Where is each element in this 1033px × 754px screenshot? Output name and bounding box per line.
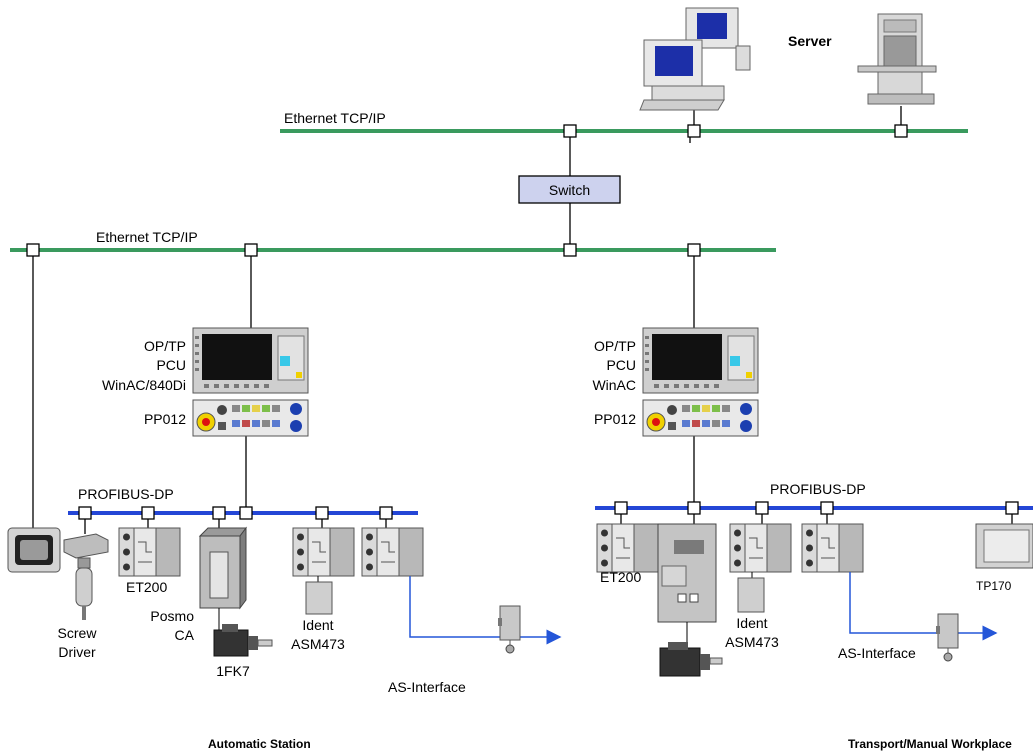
station-label-right: Transport/Manual Workplace [848, 737, 1012, 751]
left-panel-line-2: PCU [156, 357, 186, 373]
drive-icon [657, 523, 717, 648]
screw-driver-label-1: Screw [58, 625, 98, 641]
machine-pushbutton-panel-icon [192, 399, 309, 437]
ethernet-label-top: Ethernet TCP/IP [284, 110, 386, 126]
connections [32, 95, 1013, 536]
right-pp-label: PP012 [594, 411, 636, 427]
as-interface-line-left [409, 576, 562, 645]
machine-pushbutton-panel-icon [642, 399, 759, 437]
servo-motor-icon [659, 642, 723, 677]
posmo-label-1: Posmo [150, 608, 194, 624]
operator-panel-icon [192, 327, 309, 394]
et200-module-icon [118, 527, 181, 577]
asi-label-right: AS-Interface [838, 645, 916, 661]
screw-driver-label-2: Driver [58, 644, 96, 660]
left-pp-label: PP012 [144, 411, 186, 427]
ident-label-right-1: Ident [736, 615, 767, 631]
et200-module-icon [729, 523, 792, 573]
as-interface-sensor-icon [497, 605, 521, 654]
ident-label-left-2: ASM473 [291, 636, 345, 652]
et200-module-icon [596, 523, 659, 573]
ident-label-left-1: Ident [302, 617, 333, 633]
left-panel-line-3: WinAC/840Di [102, 377, 186, 393]
screw-driver-icon [7, 527, 109, 620]
station-label-left: Automatic Station [208, 737, 311, 751]
servo-motor-icon [213, 624, 273, 657]
et200-module-icon [361, 527, 424, 577]
motor-label-left: 1FK7 [216, 663, 250, 679]
operator-panel-icon [642, 327, 759, 394]
ident-box-icon [305, 581, 333, 615]
drive-icon [198, 526, 247, 630]
touch-panel-icon [975, 523, 1033, 569]
profibus-label-right: PROFIBUS-DP [770, 481, 866, 497]
et200-module-icon [801, 523, 864, 573]
ident-box-icon [737, 577, 765, 613]
switch-label: Switch [549, 182, 590, 198]
ident-label-right-2: ASM473 [725, 634, 779, 650]
right-panel-line-3: WinAC [592, 377, 636, 393]
right-panel-line-1: OP/TP [594, 338, 636, 354]
right-panel-line-2: PCU [606, 357, 636, 373]
server-tower-icon [857, 13, 937, 105]
left-panel-line-1: OP/TP [144, 338, 186, 354]
posmo-label-2: CA [175, 627, 195, 643]
profibus-label-left: PROFIBUS-DP [78, 486, 174, 502]
et200-label-left: ET200 [126, 579, 167, 595]
asi-label-left: AS-Interface [388, 679, 466, 695]
server-label: Server [788, 33, 832, 49]
ethernet-label-mid: Ethernet TCP/IP [96, 229, 198, 245]
tp170-label: TP170 [976, 579, 1012, 593]
pc-icon [639, 7, 751, 111]
switch-box [518, 175, 621, 204]
as-interface-sensor-icon [935, 613, 959, 662]
as-interface-line-right [849, 572, 998, 641]
et200-module-icon [292, 527, 355, 577]
et200-label-right: ET200 [600, 569, 641, 585]
